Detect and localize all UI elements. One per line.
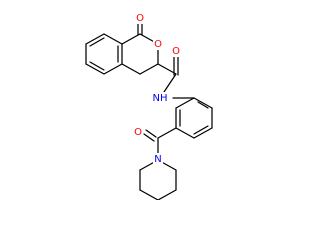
piperidine-ring [139,159,177,200]
ketone-oxygen-label: O [134,127,142,138]
amide-oxygen-label: O [172,46,180,57]
atom-lactone-carbonyl-oxygen: O [135,12,145,24]
atom-ring-oxygen: O [153,38,163,50]
molecule-structure-diagram: O O O NH O N [85,12,213,200]
isochromanone-benzene-ring [85,33,123,75]
ketone-linker [143,127,177,157]
atom-amide-oxygen: O [171,45,181,57]
amide-nh-label: NH [153,93,168,104]
aniline-benzene-ring [172,97,213,139]
ring-oxygen-label: O [154,39,162,50]
piperidine-nitrogen-label: N [154,154,161,165]
amide-group [157,53,179,93]
atom-ketone-oxygen: O [133,126,143,138]
lactone-ring [121,21,159,75]
atom-amide-nh: NH [151,92,169,104]
atom-piperidine-nitrogen: N [153,153,163,165]
lactone-carbonyl-oxygen-label: O [136,13,144,24]
